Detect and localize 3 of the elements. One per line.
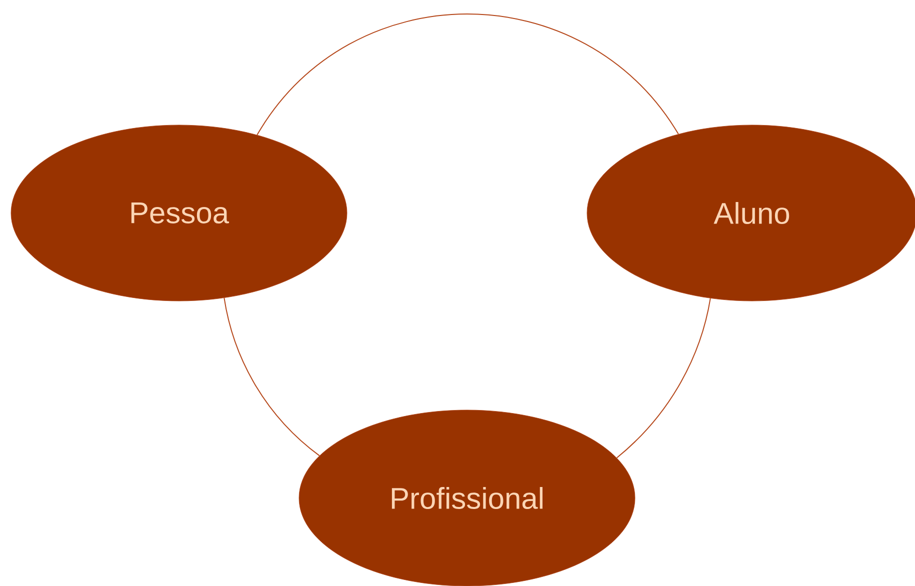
connector-arc	[224, 297, 320, 456]
connector-arc	[616, 298, 711, 458]
connector-arc	[256, 14, 679, 136]
